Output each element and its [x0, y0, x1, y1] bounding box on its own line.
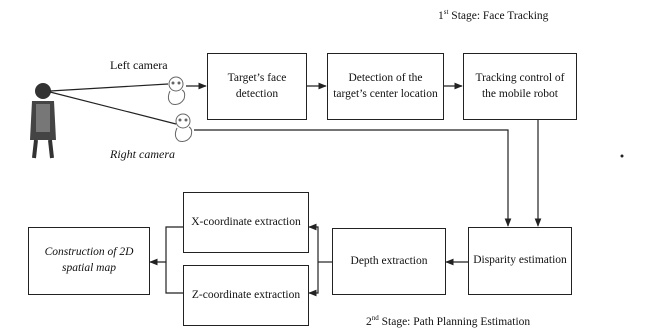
left-camera-label: Left camera	[110, 58, 168, 73]
right-camera-icon	[175, 114, 191, 141]
stage1-caption: 1st Stage: Face Tracking	[438, 8, 548, 22]
disparity-box: Disparity estimation	[468, 227, 572, 295]
right-camera-label: Right camera	[110, 147, 175, 162]
center-detection-box: Detection of the target’s center locatio…	[327, 53, 444, 120]
person-icon	[30, 83, 56, 158]
stage2-caption: 2nd Stage: Path Planning Estimation	[366, 314, 530, 328]
x-coordinate-box: X-coordinate extraction	[183, 192, 309, 253]
spatial-map-box: Construction of 2D spatial map	[28, 227, 150, 295]
face-detection-box: Target’s face detection	[207, 53, 307, 120]
z-coordinate-box: Z-coordinate extraction	[183, 265, 309, 326]
depth-extraction-box: Depth extraction	[332, 228, 446, 295]
stray-dot	[621, 155, 624, 158]
tracking-control-box: Tracking control of the mobile robot	[463, 53, 577, 120]
left-camera-icon	[168, 77, 184, 104]
